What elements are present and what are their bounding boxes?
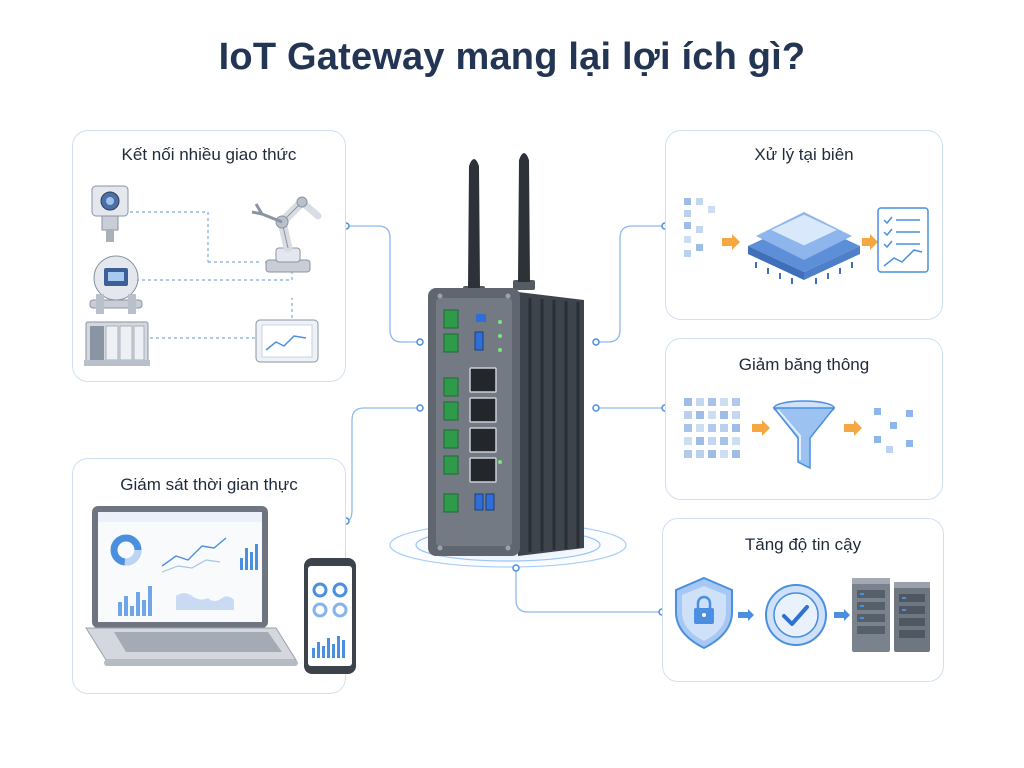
data-square [708, 398, 716, 406]
laptop-dashboard-icon [85, 506, 298, 666]
card-edge-title: Xử lý tại biên [754, 145, 854, 164]
card-protocol-title: Kết nối nhiều giao thức [121, 145, 297, 164]
data-square [732, 450, 740, 458]
card-reliable-title: Tăng độ tin cậy [744, 535, 862, 554]
processor-chip-icon [748, 212, 860, 284]
data-square [720, 424, 728, 432]
data-square [732, 437, 740, 445]
arrow-icon [834, 609, 850, 621]
page-title: IoT Gateway mang lại lợi ích gì? [218, 36, 806, 78]
line-protocol [346, 225, 420, 343]
bandwidth-output-squares [874, 408, 913, 453]
data-square [696, 398, 704, 406]
data-square [696, 450, 704, 458]
data-square [732, 424, 740, 432]
data-square [732, 398, 740, 406]
checklist-icon [877, 207, 929, 273]
hmi-monitor-icon [255, 319, 319, 363]
data-square [684, 411, 692, 419]
flow-meter-icon [89, 255, 143, 314]
arrow-icon [752, 420, 770, 436]
arrow-icon [722, 234, 740, 250]
iot-gateway-device [428, 153, 584, 556]
data-square [684, 437, 692, 445]
protocol-dashed-links [130, 211, 293, 339]
smartphone-dashboard-icon [304, 558, 356, 674]
bandwidth-input-squares [684, 398, 740, 458]
data-square [696, 424, 704, 432]
pressure-sensor-icon [91, 185, 129, 242]
arrow-icon [862, 234, 878, 250]
arrow-icon [844, 420, 862, 436]
data-square [708, 411, 716, 419]
data-square [708, 450, 716, 458]
line-edge [596, 225, 665, 343]
antenna-icon [463, 159, 485, 296]
gear-check-icon [765, 584, 827, 646]
data-square [696, 437, 704, 445]
arrow-icon [738, 609, 754, 621]
data-square [732, 411, 740, 419]
data-square [720, 411, 728, 419]
card-bandwidth-title: Giảm băng thông [738, 355, 870, 374]
ethernet-port-icon [469, 367, 497, 483]
data-square [720, 437, 728, 445]
line-reliable [515, 568, 662, 613]
data-square [720, 398, 728, 406]
edge-data-squares [684, 198, 715, 257]
data-square [696, 411, 704, 419]
data-square [684, 450, 692, 458]
data-square [708, 437, 716, 445]
server-icon [852, 578, 930, 652]
robot-arm-icon [251, 196, 322, 273]
data-square [684, 424, 692, 432]
funnel-icon [772, 400, 836, 470]
antenna-icon [513, 153, 535, 290]
plc-rack-icon [84, 321, 150, 366]
data-square [708, 424, 716, 432]
card-monitor-title: Giám sát thời gian thực [120, 475, 298, 494]
shield-lock-icon [675, 576, 733, 650]
data-square [684, 398, 692, 406]
data-square [720, 450, 728, 458]
